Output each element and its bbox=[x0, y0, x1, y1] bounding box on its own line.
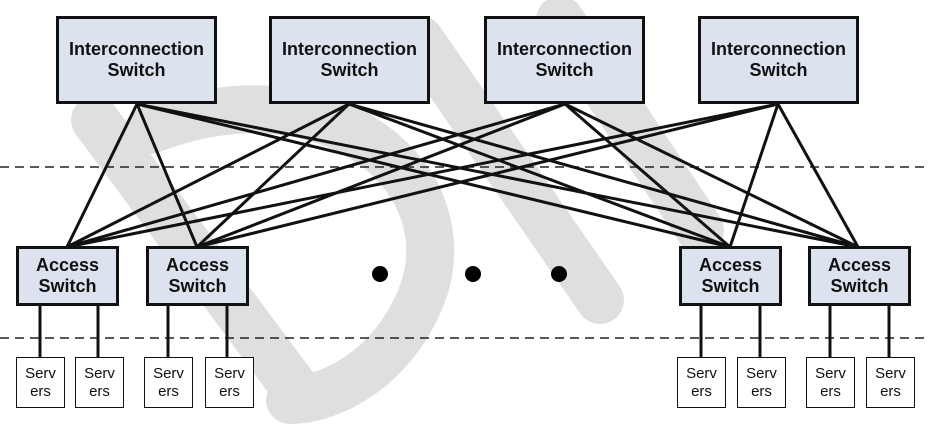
link bbox=[65, 102, 780, 249]
link bbox=[65, 102, 351, 249]
access-switch-2: Access Switch bbox=[146, 246, 249, 306]
access-label-line1: Access bbox=[35, 255, 100, 276]
server-label-line2: ers bbox=[219, 382, 240, 400]
link bbox=[195, 102, 351, 249]
access-switch-1: Access Switch bbox=[16, 246, 119, 306]
server-label-line1: Serv bbox=[746, 365, 777, 383]
link bbox=[65, 102, 139, 249]
access-switch-3: Access Switch bbox=[679, 246, 782, 306]
server-label-line1: Serv bbox=[153, 365, 184, 383]
servers-box: Serv ers bbox=[205, 357, 254, 408]
ellipsis-dot bbox=[372, 266, 388, 282]
server-label-line1: Serv bbox=[214, 365, 245, 383]
switch-label-line2: Switch bbox=[107, 60, 166, 80]
link bbox=[195, 102, 567, 249]
switch-label-line2: Switch bbox=[535, 60, 594, 80]
server-label-line1: Serv bbox=[84, 365, 115, 383]
link bbox=[776, 102, 860, 249]
server-label-line1: Serv bbox=[25, 365, 56, 383]
server-label-line1: Serv bbox=[686, 365, 717, 383]
link bbox=[347, 102, 860, 249]
access-label-line2: Switch bbox=[168, 276, 227, 296]
server-label-line2: ers bbox=[820, 382, 841, 400]
ellipsis-dot bbox=[465, 266, 481, 282]
link bbox=[195, 102, 780, 249]
access-label-line2: Switch bbox=[701, 276, 760, 296]
access-label-line1: Access bbox=[827, 255, 892, 276]
server-label-line2: ers bbox=[89, 382, 110, 400]
interconnection-switch-1: Interconnection Switch bbox=[56, 16, 217, 104]
switch-label-line1: Interconnection bbox=[710, 39, 846, 60]
link bbox=[65, 102, 567, 249]
interconnection-switch-3: Interconnection Switch bbox=[484, 16, 645, 104]
switch-label-line2: Switch bbox=[320, 60, 379, 80]
switch-label-line1: Interconnection bbox=[68, 39, 204, 60]
link bbox=[347, 102, 732, 249]
server-label-line2: ers bbox=[880, 382, 901, 400]
switch-label-line1: Interconnection bbox=[496, 39, 632, 60]
mesh-links bbox=[65, 102, 860, 249]
servers-box: Serv ers bbox=[866, 357, 915, 408]
link bbox=[728, 102, 780, 249]
access-label-line1: Access bbox=[698, 255, 763, 276]
servers-box: Serv ers bbox=[16, 357, 65, 408]
servers-box: Serv ers bbox=[677, 357, 726, 408]
access-label-line1: Access bbox=[165, 255, 230, 276]
switch-label-line1: Interconnection bbox=[281, 39, 417, 60]
link bbox=[563, 102, 732, 249]
server-label-line2: ers bbox=[158, 382, 179, 400]
access-switch-4: Access Switch bbox=[808, 246, 911, 306]
link bbox=[563, 102, 860, 249]
servers-box: Serv ers bbox=[806, 357, 855, 408]
switch-label-line2: Switch bbox=[749, 60, 808, 80]
access-label-line2: Switch bbox=[830, 276, 889, 296]
server-label-line1: Serv bbox=[875, 365, 906, 383]
server-links bbox=[38, 305, 891, 358]
servers-box: Serv ers bbox=[737, 357, 786, 408]
server-label-line1: Serv bbox=[815, 365, 846, 383]
server-label-line2: ers bbox=[751, 382, 772, 400]
interconnection-switch-4: Interconnection Switch bbox=[698, 16, 859, 104]
server-label-line2: ers bbox=[30, 382, 51, 400]
link bbox=[135, 102, 732, 249]
ellipsis-dot bbox=[551, 266, 567, 282]
interconnection-switch-2: Interconnection Switch bbox=[269, 16, 430, 104]
servers-box: Serv ers bbox=[75, 357, 124, 408]
access-label-line2: Switch bbox=[38, 276, 97, 296]
server-label-line2: ers bbox=[691, 382, 712, 400]
servers-box: Serv ers bbox=[144, 357, 193, 408]
